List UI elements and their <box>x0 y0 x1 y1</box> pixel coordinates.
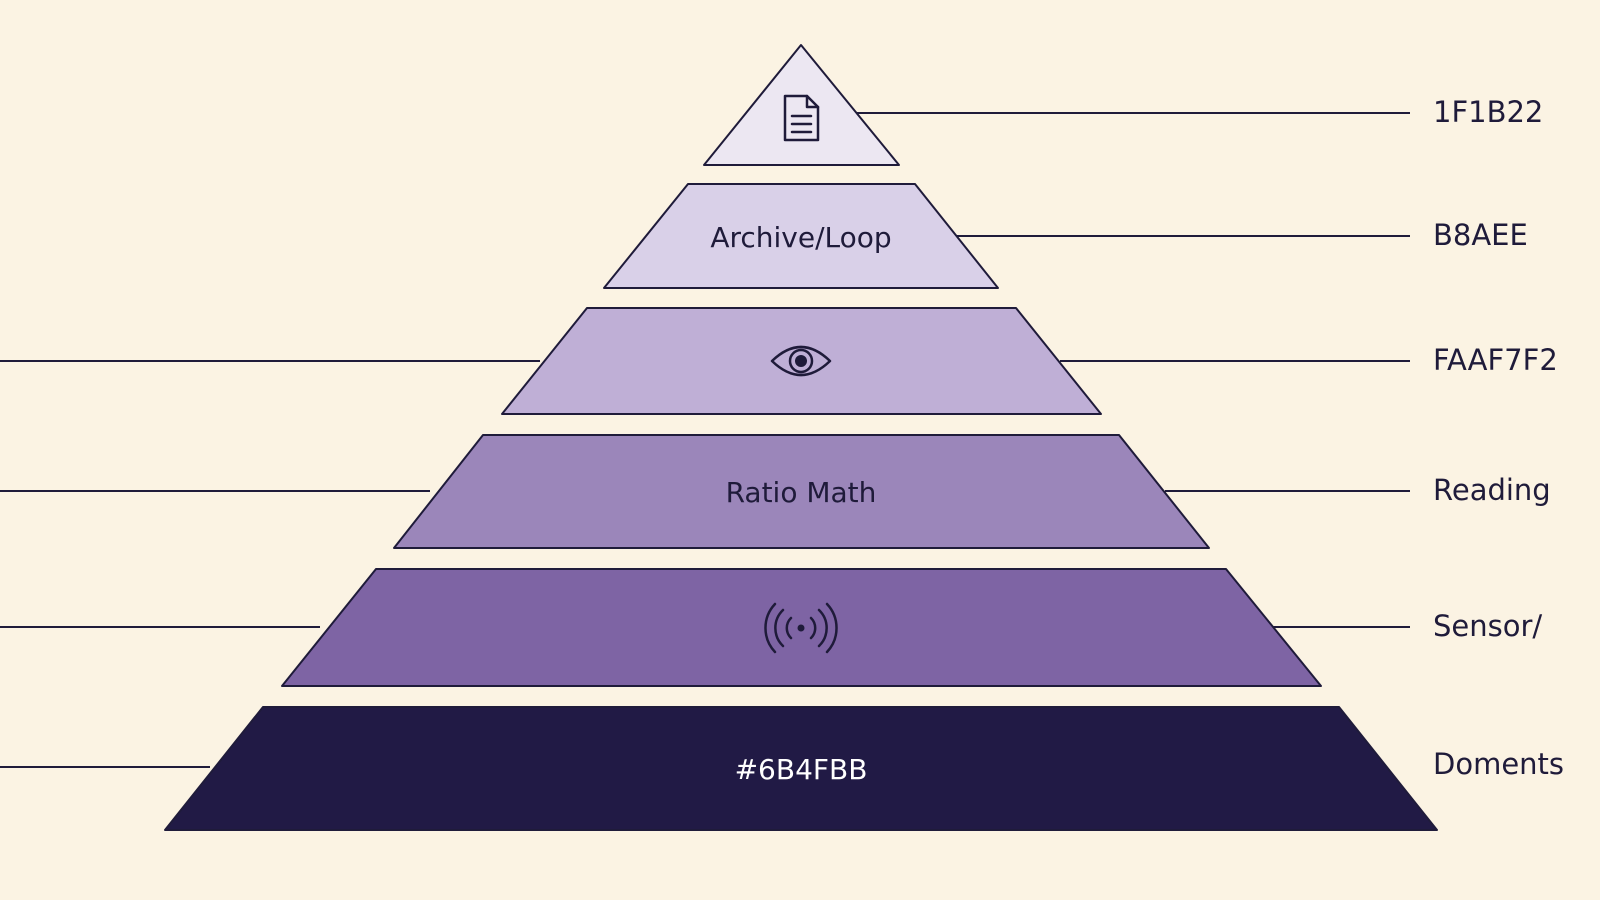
side-labels: 1F1B22 B8AEE FAAF7F2 Reading Sensor/ Dom… <box>1433 95 1564 781</box>
tier-6-label: #6B4FBB <box>735 753 868 786</box>
side-label-1: 1F1B22 <box>1433 95 1543 129</box>
eye-icon <box>770 345 832 377</box>
side-label-4: Reading <box>1433 473 1551 507</box>
side-label-3: FAAF7F2 <box>1433 343 1558 377</box>
tier-4 <box>393 434 1210 549</box>
document-icon <box>783 94 820 142</box>
tier-2-label: Archive/Loop <box>710 221 891 254</box>
leader-lines <box>0 112 1410 768</box>
tier-2 <box>603 183 999 289</box>
pyramid-tiers <box>164 44 1438 831</box>
tier-6 <box>164 706 1438 831</box>
side-label-5: Sensor/ <box>1433 609 1542 643</box>
signal-icon <box>764 602 838 654</box>
tier-1 <box>703 44 900 166</box>
side-label-6: Doments <box>1433 747 1564 781</box>
side-label-2: B8AEE <box>1433 218 1528 252</box>
tier-4-label: Ratio Math <box>726 476 877 509</box>
